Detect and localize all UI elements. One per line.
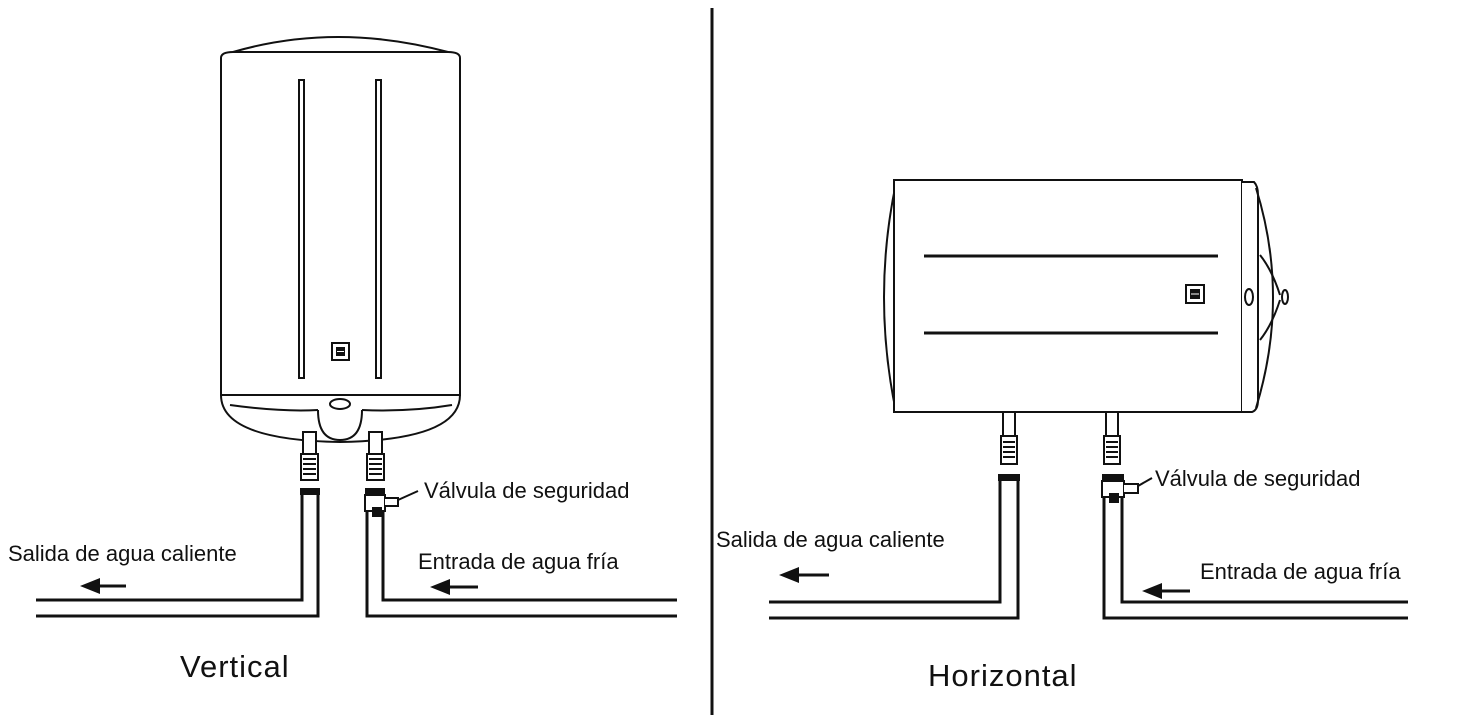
horizontal-hot-outlet-label: Salida de agua caliente: [716, 527, 945, 552]
horizontal-display-icon: [1185, 284, 1205, 304]
vertical-hot-outlet-arrow: [80, 578, 126, 594]
horizontal-safety-valve: [1101, 477, 1153, 503]
horizontal-hot-connector: [1000, 411, 1018, 465]
vertical-hot-connector: [300, 431, 319, 481]
horizontal-safety-valve-label: Válvula de seguridad: [1155, 466, 1360, 491]
vertical-heater-tank: [220, 36, 461, 444]
vertical-hot-outlet-label: Salida de agua caliente: [8, 541, 237, 566]
vertical-cold-inlet-label: Entrada de agua fría: [418, 549, 619, 574]
vertical-slot-left: [298, 79, 305, 379]
horizontal-cold-pipe: [1102, 474, 1408, 620]
vertical-display-icon: [331, 342, 350, 361]
vertical-slot-right: [375, 79, 382, 379]
vertical-safety-valve: [364, 490, 419, 517]
vertical-cold-inlet-arrow: [430, 579, 478, 595]
horizontal-title: Horizontal: [928, 658, 1078, 693]
horizontal-hot-outlet-arrow: [779, 567, 829, 583]
horizontal-heater-tank: [883, 179, 1289, 413]
vertical-safety-valve-label: Válvula de seguridad: [424, 478, 629, 503]
horizontal-cold-connector: [1103, 411, 1121, 465]
horizontal-panel: Válvula de seguridad Salida de agua cali…: [716, 179, 1408, 693]
horizontal-cold-inlet-label: Entrada de agua fría: [1200, 559, 1401, 584]
vertical-panel: Válvula de seguridad Salida de agua cali…: [8, 36, 677, 684]
vertical-cold-pipe: [365, 488, 677, 618]
vertical-title: Vertical: [180, 649, 290, 684]
vertical-hot-pipe: [36, 488, 320, 618]
vertical-cold-connector: [366, 431, 385, 481]
horizontal-cold-inlet-arrow: [1142, 583, 1190, 599]
horizontal-hot-pipe: [769, 474, 1020, 620]
